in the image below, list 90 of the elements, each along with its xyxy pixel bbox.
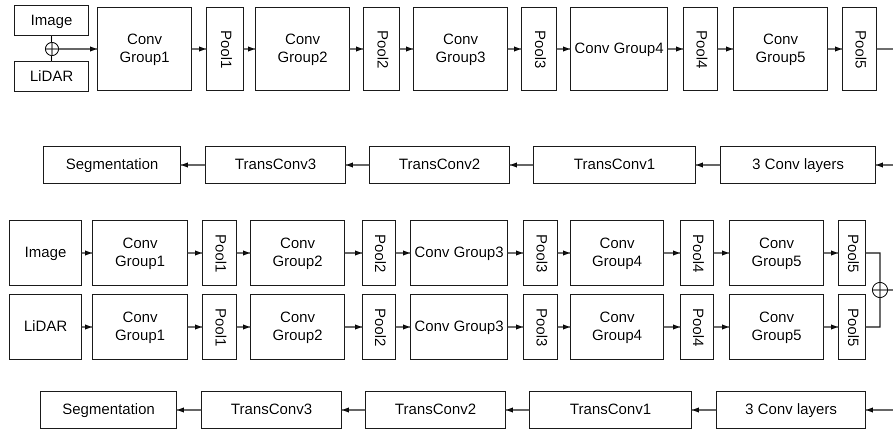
- layer-box: TransConv2: [369, 146, 510, 184]
- arrow: [350, 46, 363, 52]
- layer-box: Pool5: [838, 294, 866, 360]
- arrow: [506, 407, 529, 413]
- arrow: [396, 324, 410, 330]
- arrow: [345, 324, 362, 330]
- arrow: [82, 324, 92, 330]
- connector-line: [866, 252, 881, 282]
- layer-box: TransConv3: [205, 146, 346, 184]
- layer-box: Pool5: [838, 220, 866, 286]
- arrow: [696, 162, 720, 168]
- arrow: [188, 250, 202, 256]
- layer-box: Conv Group4: [570, 294, 664, 360]
- arrow: [714, 250, 729, 256]
- arrow: [244, 46, 255, 52]
- arrow: [188, 324, 202, 330]
- arrow: [342, 407, 365, 413]
- layer-box: Conv Group2: [250, 220, 345, 286]
- arrow: [664, 250, 680, 256]
- layer-box: 3 Conv layers: [720, 146, 876, 184]
- layer-box: Segmentation: [43, 146, 181, 184]
- sum-node: [872, 282, 888, 298]
- arrow: [718, 46, 733, 52]
- arrow: [558, 324, 570, 330]
- arrow: [396, 250, 410, 256]
- arrow: [508, 324, 523, 330]
- layer-box: TransConv3: [201, 391, 342, 429]
- arrow: [59, 46, 97, 52]
- layer-box: Conv Group5: [733, 7, 828, 91]
- layer-box: Conv Group2: [255, 7, 350, 91]
- layer-box: Conv Group5: [729, 294, 824, 360]
- layer-box: 3 Conv layers: [716, 391, 866, 429]
- arrow: [345, 250, 362, 256]
- arrow: [714, 324, 729, 330]
- arrow: [692, 407, 716, 413]
- arrow: [824, 250, 838, 256]
- arrow: [181, 162, 205, 168]
- arrow: [866, 407, 893, 413]
- layer-box: Conv Group5: [729, 220, 824, 286]
- arrow: [668, 46, 683, 52]
- layer-box: TransConv1: [529, 391, 692, 429]
- layer-box: LiDAR: [9, 294, 82, 360]
- arrow: [508, 46, 521, 52]
- layer-box: Conv Group4: [570, 7, 668, 91]
- arrow: [192, 46, 206, 52]
- layer-box: Image: [14, 5, 89, 36]
- layer-box: Pool2: [362, 220, 396, 286]
- arrow: [664, 324, 680, 330]
- arrow: [237, 250, 250, 256]
- arrow: [346, 162, 369, 168]
- sum-node: [45, 42, 59, 56]
- layer-box: Conv Group3: [410, 294, 508, 360]
- arrow: [177, 407, 201, 413]
- layer-box: Pool4: [683, 7, 718, 91]
- layer-box: Conv Group1: [92, 220, 188, 286]
- layer-box: Pool1: [202, 294, 237, 360]
- arrow: [82, 250, 92, 256]
- arrow: [400, 46, 413, 52]
- layer-box: Pool5: [842, 7, 877, 91]
- arrow: [828, 46, 842, 52]
- arrow: [508, 250, 523, 256]
- connector-line: [877, 48, 893, 50]
- layer-box: TransConv1: [533, 146, 696, 184]
- layer-box: LiDAR: [14, 61, 89, 92]
- arrow: [510, 162, 533, 168]
- connector-line: [888, 289, 893, 291]
- layer-box: Conv Group3: [413, 7, 508, 91]
- layer-box: Conv Group2: [250, 294, 345, 360]
- layer-box: TransConv2: [365, 391, 506, 429]
- arrow: [558, 250, 570, 256]
- connector-line: [866, 298, 881, 328]
- layer-box: Pool1: [202, 220, 237, 286]
- layer-box: Pool2: [362, 294, 396, 360]
- layer-box: Pool3: [523, 294, 558, 360]
- layer-box: Pool3: [521, 7, 557, 91]
- layer-box: Pool2: [363, 7, 400, 91]
- layer-box: Image: [9, 220, 82, 286]
- layer-box: Conv Group4: [570, 220, 664, 286]
- layer-box: Pool1: [206, 7, 244, 91]
- layer-box: Conv Group1: [97, 7, 192, 91]
- layer-box: Pool4: [680, 220, 714, 286]
- layer-box: Segmentation: [40, 391, 177, 429]
- layer-box: Pool3: [523, 220, 558, 286]
- layer-box: Conv Group3: [410, 220, 508, 286]
- arrow: [824, 324, 838, 330]
- arrow: [237, 324, 250, 330]
- arrow: [557, 46, 570, 52]
- arrow: [876, 162, 893, 168]
- layer-box: Pool4: [680, 294, 714, 360]
- layer-box: Conv Group1: [92, 294, 188, 360]
